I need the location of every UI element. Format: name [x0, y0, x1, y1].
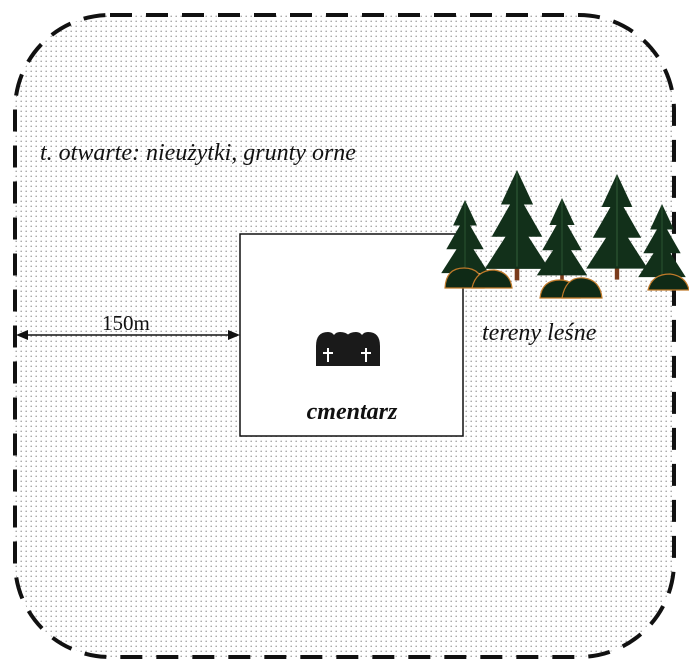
- protection-zone-boundary: [13, 13, 676, 659]
- open-land-label: t. otwarte: nieużytki, grunty orne: [40, 140, 356, 166]
- distance-label: 150m: [102, 311, 150, 335]
- shrub-icon: [444, 267, 689, 299]
- tombstone-icon: [316, 332, 352, 366]
- tombstone-icon: [344, 332, 380, 366]
- forest-label: tereny leśne: [482, 320, 597, 346]
- distance-arrow: [16, 330, 240, 340]
- forest-trees: [440, 169, 689, 299]
- cemetery-label: cmentarz: [306, 399, 398, 425]
